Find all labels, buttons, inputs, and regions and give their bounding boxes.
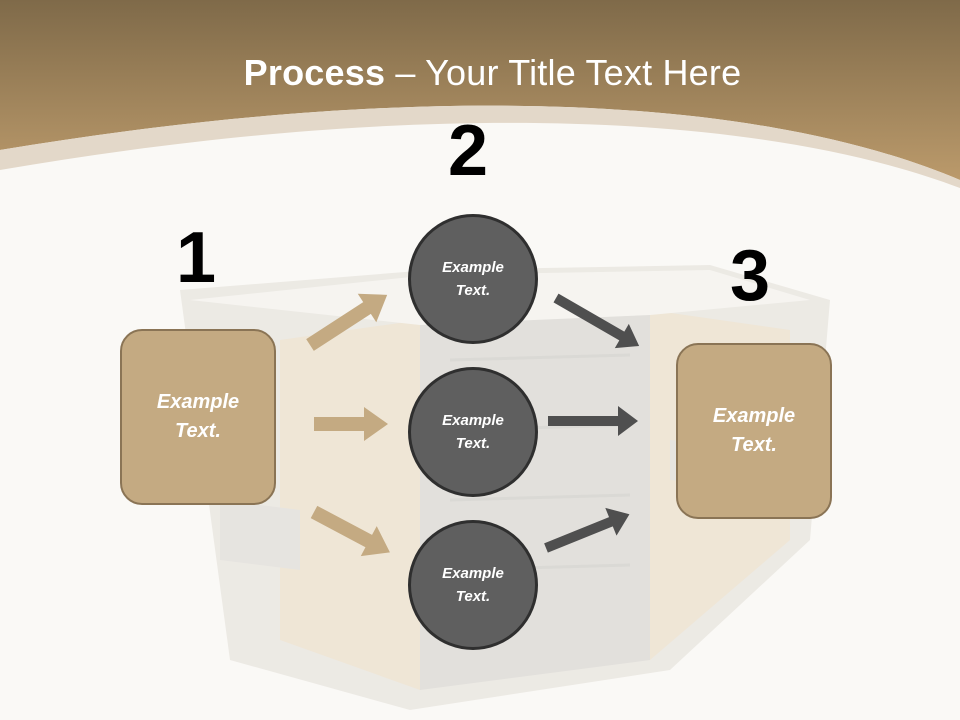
step-2-circle-middle[interactable]: Example Text.	[408, 367, 538, 497]
step-number-1: 1	[176, 218, 217, 298]
step-1-box-text: Example Text.	[156, 391, 240, 442]
step-1-box[interactable]: Example Text.	[120, 329, 276, 505]
step-2-circle-top[interactable]: Example Text.	[408, 214, 538, 344]
page-title: Process – Your Title Text Here	[0, 52, 960, 94]
step-number-3: 3	[730, 236, 771, 316]
step-number-2: 2	[448, 111, 489, 191]
step-2-circle-bottom[interactable]: Example Text.	[408, 520, 538, 650]
header-band	[0, 0, 960, 188]
circle-top-text: Example Text.	[442, 259, 504, 299]
title-rest: – Your Title Text Here	[385, 52, 742, 93]
step-3-box-text: Example Text.	[712, 405, 796, 456]
circle-bottom-text: Example Text.	[442, 565, 504, 605]
step-3-box[interactable]: Example Text.	[676, 343, 832, 519]
title-bold: Process	[243, 52, 386, 93]
circle-middle-text: Example Text.	[442, 412, 504, 452]
